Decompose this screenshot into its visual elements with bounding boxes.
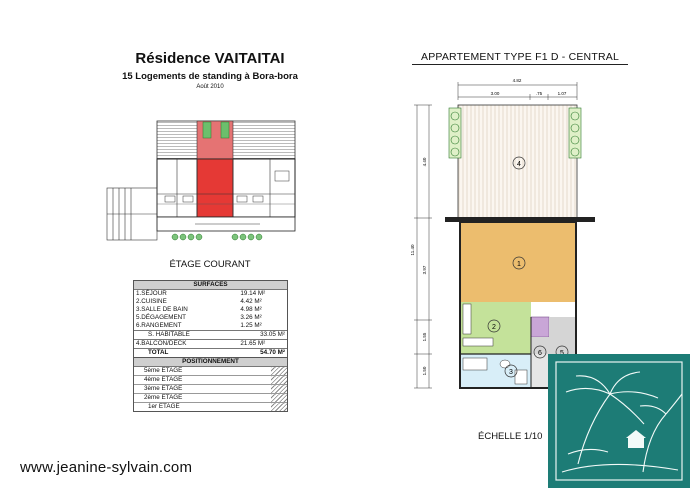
room-number-2: 2: [492, 324, 496, 331]
dim-top-total: 4.82: [513, 78, 522, 83]
living-room: [461, 222, 575, 302]
residence-date: Août 2010: [196, 84, 224, 90]
building-floor-plan: [106, 120, 296, 241]
dim-top-a: 3.00: [491, 91, 500, 96]
dim-side-kitchen: 1.55: [422, 332, 427, 341]
dim-side-bath: 1.50: [422, 366, 427, 375]
room-number-5: 5: [560, 350, 564, 357]
dim-side-room: 3.97: [422, 265, 427, 274]
website-url[interactable]: www.jeanine-sylvain.com: [20, 459, 193, 476]
dim-top-b: .75: [536, 91, 543, 96]
apartment-plan-title: APPARTEMENT TYPE F1 D - CENTRAL: [412, 51, 628, 65]
floor-row: 1er ETAGE: [134, 402, 287, 411]
palm-illustration: [555, 361, 683, 481]
positioning-header: POSITIONNEMENT: [134, 357, 287, 367]
residence-title: Résidence VAITAITAI: [135, 50, 285, 67]
room-number-3: 3: [509, 369, 513, 376]
floor-row: 5ème ETAGE: [134, 366, 287, 376]
floor-row: 3ème ETAGE: [134, 384, 287, 394]
surfaces-header: SURFACES: [134, 281, 287, 290]
apartment-floor-plan: 4.82 3.00 .75 1.07 4.40 11.40 3.97 1.55 …: [410, 78, 595, 389]
dim-top-c: 1.07: [558, 91, 567, 96]
dim-side-total: 11.40: [410, 244, 415, 255]
storage: [530, 316, 550, 338]
corridor: [531, 337, 575, 354]
dim-side-balcony: 4.40: [422, 157, 427, 166]
residence-subtitle: 15 Logements de standing à Bora-bora: [122, 71, 298, 82]
scale-label: ÉCHELLE 1/10: [478, 431, 543, 442]
room-number-1: 1: [517, 261, 521, 268]
highlight-apartment: [196, 158, 234, 218]
balcony-deck: [457, 104, 578, 219]
floor-row: 4ème ETAGE: [134, 375, 287, 385]
floor-row: 2ème ETAGE: [134, 393, 287, 403]
room-number-4: 4: [517, 161, 521, 168]
floor-level-label: ÉTAGE COURANT: [169, 259, 251, 270]
brand-logo: [548, 354, 690, 488]
room-number-6: 6: [538, 350, 542, 357]
